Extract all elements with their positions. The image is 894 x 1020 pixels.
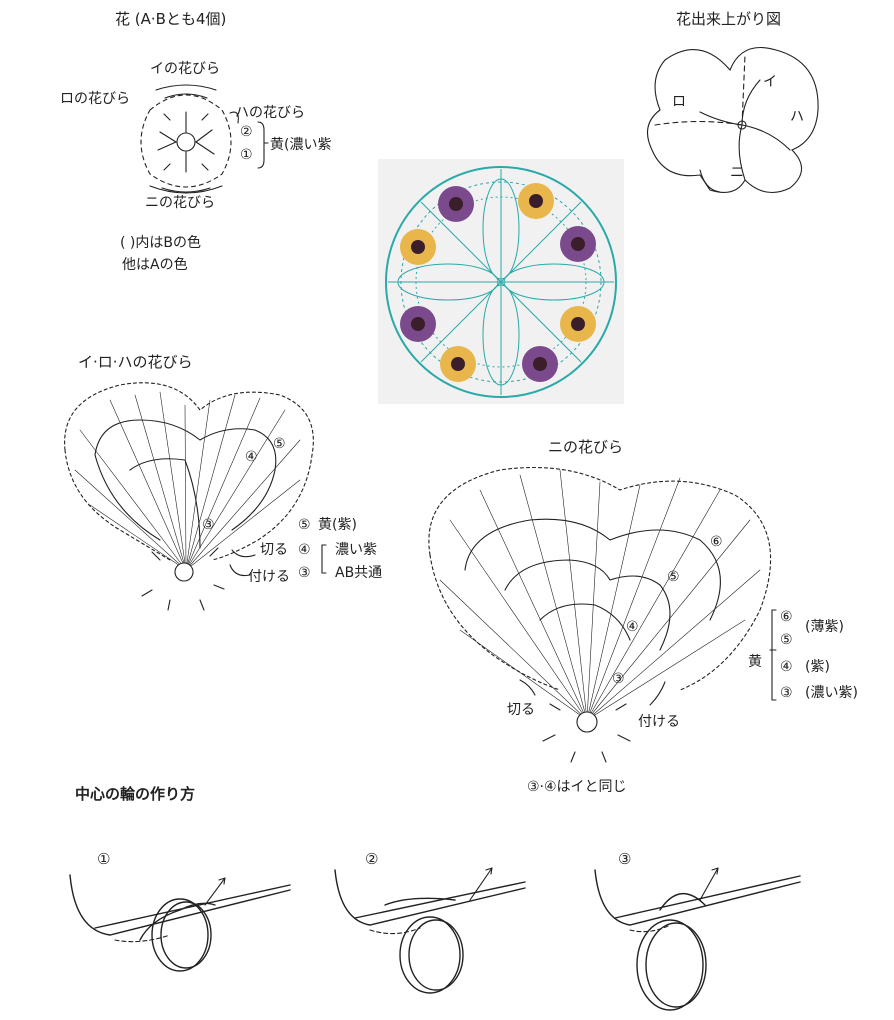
ni-legend-row5: ⑤ <box>780 632 793 648</box>
step3-label: ③ <box>618 850 632 868</box>
ni-legend-row6: ⑥ <box>780 609 793 625</box>
iroha-legend-row4: ④ <box>298 542 311 558</box>
ni-legend-row3: ③ <box>780 685 793 701</box>
center-ring-steps <box>69 867 801 1011</box>
ni-legend-yellow: 黄 <box>748 654 762 670</box>
ni-row6: ⑥ <box>710 534 723 550</box>
finished-title: 花出来上がり図 <box>676 10 782 28</box>
note-line2: 他はAの色 <box>122 257 188 273</box>
iroha-legend4-color: 濃い紫 <box>335 542 377 558</box>
note-line1: ( )内はBの色 <box>120 235 201 251</box>
iroha-row3: ③ <box>202 517 215 533</box>
iroha-legend-row3: ③ <box>298 565 311 581</box>
iroha-row5: ⑤ <box>273 436 286 452</box>
ni-attach: 付ける <box>638 714 680 730</box>
ni-note: ③·④はイと同じ <box>527 779 627 795</box>
doily-photo <box>378 159 624 404</box>
flower-title: 花 (A·Bとも4個) <box>115 10 227 28</box>
petal-ni-chart <box>428 466 777 763</box>
ni-row3: ③ <box>612 671 625 687</box>
iroha-legend5-color: 黄(紫) <box>318 517 357 533</box>
petal-ro-label: ロの花びら <box>60 91 130 107</box>
pansies <box>400 183 596 382</box>
doily-photo-svg <box>385 166 617 398</box>
finished-label-ro: ロ <box>672 94 686 110</box>
ni-legend4-color: (紫) <box>805 659 830 675</box>
finished-label-ha: ハ <box>790 109 804 125</box>
iroha-legend-row5: ⑤ <box>298 517 311 533</box>
iroha-cut: 切る <box>260 542 288 558</box>
ni-cut: 切る <box>507 702 535 718</box>
petal-iroha-title: イ·ロ·ハの花びら <box>78 353 193 371</box>
step1-label: ① <box>97 850 111 868</box>
ni-legend3-color: (濃い紫) <box>805 685 858 701</box>
finished-label-i: イ <box>763 74 777 90</box>
finished-label-ni: ニ <box>730 165 744 181</box>
petal-i-label: イの花びら <box>150 61 220 77</box>
petal-ni-label: ニの花びら <box>145 195 215 211</box>
iroha-legend3-color: AB共通 <box>335 565 383 581</box>
iroha-attach: 付ける <box>248 569 290 585</box>
ni-row5: ⑤ <box>667 569 680 585</box>
petal-ha-label: ハの花びら <box>235 105 305 121</box>
petal-iroha-chart <box>64 382 327 611</box>
color-label: 黄(濃い紫 <box>270 137 332 153</box>
row2-marker: ② <box>240 124 253 140</box>
finished-flower-drawing <box>646 46 819 194</box>
petal-ni-title: ニの花びら <box>548 438 624 456</box>
ni-row4: ④ <box>626 619 639 635</box>
ni-legend-row4: ④ <box>780 659 793 675</box>
flower-chart <box>140 84 269 194</box>
iroha-row4: ④ <box>245 449 258 465</box>
step2-label: ② <box>365 850 379 868</box>
row1-marker: ① <box>240 147 253 163</box>
ni-legend6-color: (薄紫) <box>805 619 844 635</box>
center-ring-title: 中心の輪の作り方 <box>75 785 196 803</box>
